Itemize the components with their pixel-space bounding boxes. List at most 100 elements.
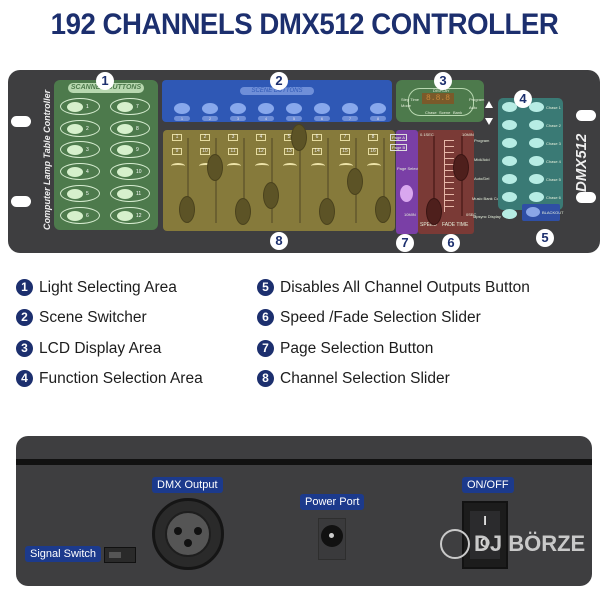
scene-label: 2 [202, 116, 218, 121]
scene-button-2[interactable] [202, 103, 218, 114]
badge-1: 1 [96, 72, 114, 90]
chase-button-6[interactable] [529, 192, 544, 202]
brand-label: DMX512 [573, 133, 590, 192]
function-button-6[interactable] [502, 192, 517, 202]
badge-8: 8 [270, 232, 288, 250]
speed-slider[interactable] [426, 198, 442, 225]
channel-label: 4 [256, 134, 266, 141]
xlr-pin [194, 527, 202, 535]
function-button-4[interactable] [502, 156, 517, 166]
slider-track [187, 138, 189, 223]
scene-button-4[interactable] [258, 103, 274, 114]
scanner-button-5[interactable]: 5 [60, 185, 100, 202]
bank-down-button[interactable] [485, 118, 493, 125]
scanner-button-3[interactable]: 3 [60, 141, 100, 158]
chase-button-4[interactable] [529, 156, 544, 166]
chase-button-5[interactable] [529, 174, 544, 184]
scanner-button-1[interactable]: 1 [60, 98, 100, 115]
legend-text: Disables All Channel Outputs Button [280, 279, 530, 296]
page-a-button[interactable]: Page A [390, 134, 407, 141]
scanner-button-12[interactable]: 12 [110, 207, 150, 224]
scanner-button-7[interactable]: 7 [110, 98, 150, 115]
scanner-button-4[interactable]: 4 [60, 163, 100, 180]
signal-switch-label: Signal Switch [25, 546, 102, 562]
scene-button-7[interactable] [342, 103, 358, 114]
page-b-button[interactable]: Page B [390, 144, 408, 151]
signal-switch[interactable] [104, 547, 136, 563]
scene-button-8[interactable] [370, 103, 386, 114]
scene-button-3[interactable] [230, 103, 246, 114]
mount-hole [11, 196, 31, 207]
chase-button-3[interactable] [529, 138, 544, 148]
blackout-button[interactable] [526, 207, 540, 217]
legend-text: Page Selection Button [280, 340, 434, 357]
lcd-label: Program [469, 97, 485, 102]
page-selector-label: Page Selector [397, 166, 423, 171]
channel-slider-1[interactable] [179, 196, 195, 223]
scanner-button-10[interactable]: 10 [110, 163, 150, 180]
channel-label: 16 [368, 148, 378, 155]
channel-slider-3[interactable] [235, 198, 251, 225]
speed-fade-area: 0.1SEC 10MIN 10MIN 0SEC SPEED FADE TIME [404, 130, 476, 234]
channel-slider-8[interactable] [375, 196, 391, 223]
legend-number: 4 [16, 370, 33, 387]
watermark-text: DJ BÖRZE [474, 531, 586, 556]
scanner-button-9[interactable]: 9 [110, 141, 150, 158]
power-switch[interactable]: I O [462, 501, 508, 569]
scanner-button-6[interactable]: 6 [60, 207, 100, 224]
channel-sliders-area: 1 2 3 4 5 6 7 8 9 10 11 12 13 14 15 16 [163, 124, 395, 231]
badge-2: 2 [270, 72, 288, 90]
power-port[interactable] [321, 525, 343, 547]
channel-slider-7[interactable] [347, 168, 363, 195]
channel-label: 8 [368, 134, 378, 141]
function-button-3[interactable] [502, 138, 517, 148]
scene-button-5[interactable] [286, 103, 302, 114]
scanner-button-2[interactable]: 2 [60, 120, 100, 137]
lcd-title: DISPLAY [433, 88, 450, 93]
function-button-2[interactable] [502, 120, 517, 130]
scene-label: 3 [230, 116, 246, 121]
chase-button-1[interactable] [529, 102, 544, 112]
slider-track [327, 138, 329, 223]
channel-label: 6 [312, 134, 322, 141]
lcd-label: Bank [453, 110, 463, 115]
chase-button-2[interactable] [529, 120, 544, 130]
legend-number: 3 [16, 340, 33, 357]
channel-label: 9 [172, 148, 182, 155]
scene-button-6[interactable] [314, 103, 330, 114]
scanner-button-8[interactable]: 8 [110, 120, 150, 137]
fade-label: FADE TIME [442, 222, 469, 228]
legend-text: Scene Switcher [39, 309, 147, 326]
lcd-label: Scene [439, 110, 451, 115]
level-arc [367, 163, 381, 169]
function-button-1[interactable] [502, 102, 517, 112]
function-button-7[interactable] [502, 209, 517, 219]
scene-label: 4 [258, 116, 274, 121]
xlr-pin [184, 539, 192, 547]
scene-button-1[interactable] [174, 103, 190, 114]
scanner-buttons-area: SCANNER BUTTONS 1 2 3 4 5 6 7 8 9 10 11 … [54, 80, 158, 230]
scene-label: 8 [370, 116, 386, 121]
function-button-5[interactable] [502, 174, 517, 184]
lcd-label: Step Time [401, 97, 420, 102]
function-label: Auto/Del [474, 176, 490, 181]
channel-slider-6[interactable] [319, 198, 335, 225]
channel-label: 14 [312, 148, 322, 155]
scanner-button-11[interactable]: 11 [110, 185, 150, 202]
lcd-label: Chase [425, 110, 437, 115]
fade-slider[interactable] [453, 154, 469, 181]
channel-slider-4[interactable] [263, 182, 279, 209]
lcd-label: Mode [401, 103, 412, 108]
blackout-area: BLACKOUT [522, 204, 564, 221]
chase-label: Chase 5 [546, 177, 561, 182]
page-select-button[interactable] [400, 185, 413, 202]
channel-slider-2[interactable] [207, 154, 223, 181]
bank-up-button[interactable] [485, 101, 493, 108]
scene-label: 1 [174, 116, 190, 121]
speed-track [433, 136, 435, 216]
watermark: DJ BÖRZE [474, 531, 585, 557]
dmx-output-port[interactable] [152, 498, 224, 570]
lcd-digits: 8.8.8 [422, 93, 454, 104]
channel-slider-5[interactable] [291, 124, 307, 151]
side-label: Computer Lamp Table Controller [42, 89, 52, 230]
